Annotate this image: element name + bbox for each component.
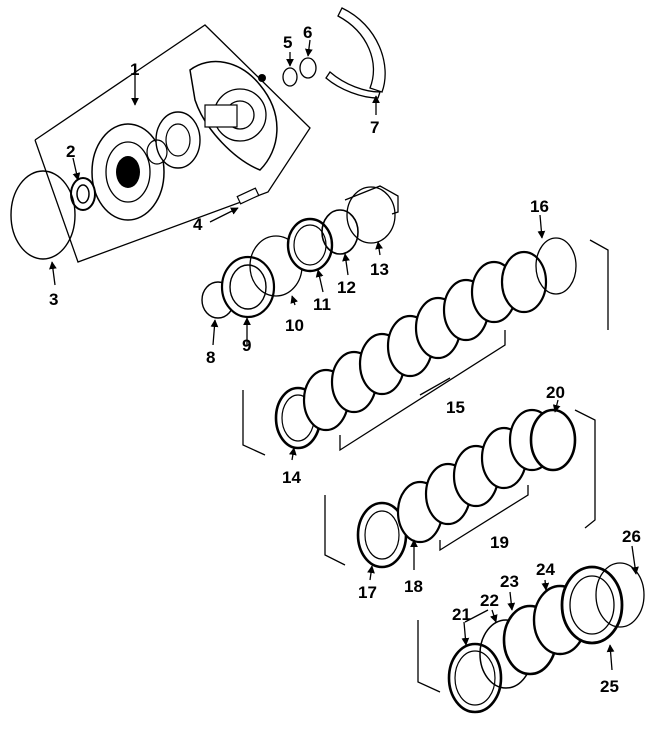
callout-18: 18 <box>404 577 423 596</box>
spring-11 <box>286 217 334 273</box>
pump-assembly-group <box>34 24 311 263</box>
callout-19: 19 <box>490 533 509 552</box>
callout-10: 10 <box>285 316 304 335</box>
o-ring-6 <box>299 57 317 79</box>
low-clutch-group <box>417 562 645 714</box>
o-ring-5 <box>282 67 298 87</box>
seal-16 <box>535 237 577 295</box>
callout-24: 24 <box>536 560 555 579</box>
callout-3: 3 <box>49 290 58 309</box>
callout-25: 25 <box>600 677 619 696</box>
callout-26: 26 <box>622 527 641 546</box>
callout-23: 23 <box>500 572 519 591</box>
callout-2: 2 <box>66 142 75 161</box>
pump-gear-inner <box>146 111 201 169</box>
snap-ring-12 <box>321 209 359 255</box>
callout-14: 14 <box>282 468 301 487</box>
callout-21: 21 <box>452 605 471 624</box>
callout-15: 15 <box>446 398 465 417</box>
callout-17: 17 <box>358 583 377 602</box>
callout-9: 9 <box>242 336 251 355</box>
snap-ring-21 <box>447 642 503 714</box>
leader-lines <box>49 39 639 671</box>
clutch-pack-lower-group <box>324 408 596 569</box>
callout-22: 22 <box>480 591 499 610</box>
pump-o-ring <box>10 170 76 260</box>
callout-6: 6 <box>303 23 312 42</box>
clutch-plates-15 <box>274 237 577 452</box>
plate-20 <box>529 408 577 472</box>
seal-13 <box>346 186 396 244</box>
callout-20: 20 <box>546 383 565 402</box>
callout-5: 5 <box>283 33 292 52</box>
pump-gear-outer <box>91 123 165 221</box>
callout-4: 4 <box>193 215 203 234</box>
pump-body <box>189 60 278 171</box>
callout-11: 11 <box>313 295 331 314</box>
seal-26 <box>595 562 645 628</box>
clutch-piston-group <box>201 185 399 319</box>
callout-7: 7 <box>370 118 379 137</box>
callout-labels: 1 2 3 4 5 6 7 8 9 10 11 12 13 14 15 16 1… <box>49 23 641 696</box>
piston-25 <box>560 565 624 645</box>
callout-13: 13 <box>370 260 389 279</box>
callout-1: 1 <box>130 60 139 79</box>
callout-8: 8 <box>206 348 215 367</box>
pump-bolt <box>236 187 260 205</box>
pump-gasket <box>325 7 386 99</box>
clutch-pack-group <box>242 237 609 456</box>
callout-16: 16 <box>530 197 549 216</box>
callout-12: 12 <box>337 278 356 297</box>
